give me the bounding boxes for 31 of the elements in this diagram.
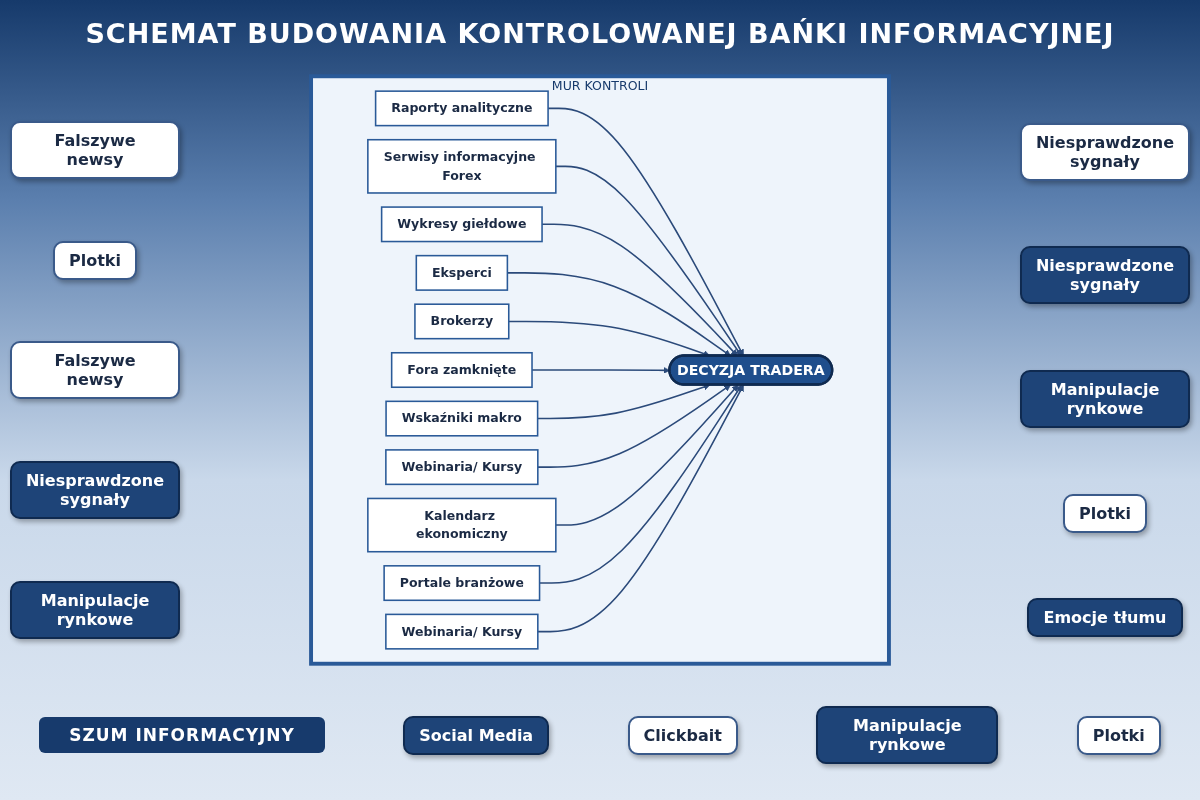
- node-box: Wskaźniki makro: [385, 400, 539, 437]
- arrow: [537, 384, 744, 633]
- node-box: Raporty analityczne: [374, 90, 549, 127]
- speech-bubble: Plotki: [1063, 493, 1147, 533]
- arrow: [538, 384, 743, 584]
- node-box: Kalendarz ekonomiczny: [367, 497, 557, 553]
- arrow: [555, 384, 739, 526]
- speech-bubble: Social Media: [403, 715, 550, 755]
- speech-bubble: Niesprawdzone sygnały: [9, 461, 181, 520]
- node-box: Webinaria/ Kursy: [385, 613, 539, 650]
- speech-bubble: Manipulacje rynkowe: [816, 706, 999, 764]
- speech-bubble: Niesprawdzone sygnały: [1019, 246, 1191, 305]
- node-box: Brokerzy: [414, 303, 510, 340]
- banner-label: SZUM INFORMACYJNY: [39, 717, 325, 753]
- speech-bubble: Emocje tłumu: [1027, 598, 1183, 638]
- node-box: Portale branżowe: [383, 565, 541, 602]
- node-box: Wykresy giełdowe: [380, 206, 543, 243]
- node-box: Webinaria/ Kursy: [385, 449, 539, 486]
- node-box: Serwisy informacyjne Forex: [367, 138, 557, 194]
- speech-bubble: Plotki: [53, 240, 137, 280]
- arrow: [537, 384, 731, 468]
- speech-bubble: Falszywe newsy: [10, 120, 180, 179]
- title: SCHEMAT BUDOWANIA KONTROLOWANEJ BAŃKI INFORMACYJNEJ: [84, 18, 1116, 49]
- speech-bubble: Falszywe newsy: [10, 341, 180, 400]
- speech-bubble: Clickbait: [627, 715, 738, 755]
- speech-bubble: Manipulacje rynkowe: [1020, 370, 1190, 428]
- speech-bubble: Plotki: [1076, 715, 1161, 755]
- speech-bubble: Niesprawdzone sygnały: [1019, 122, 1191, 181]
- node-box: Eksperci: [415, 254, 509, 291]
- speech-bubble: Manipulacje rynkowe: [10, 581, 180, 640]
- node-box: Fora zamknięte: [390, 352, 533, 388]
